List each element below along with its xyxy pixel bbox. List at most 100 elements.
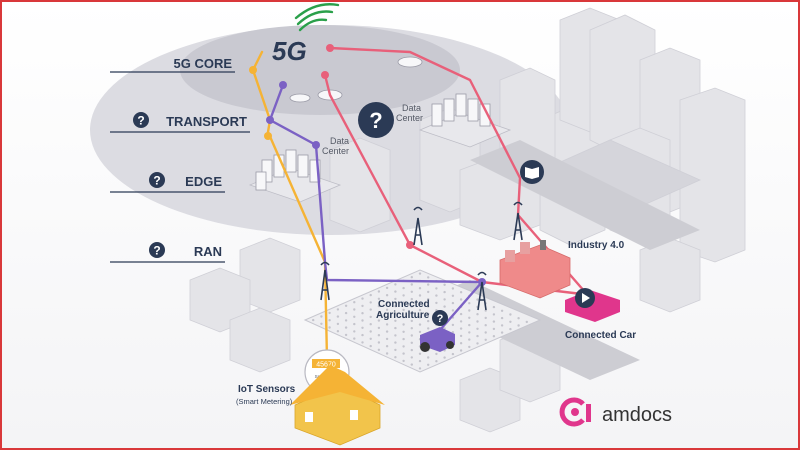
- field-plant: [394, 312, 397, 315]
- field-plant: [320, 315, 323, 318]
- question-mark: ?: [153, 174, 160, 188]
- field-plant: [468, 323, 471, 327]
- layer-5g-core: 5G CORE: [110, 56, 235, 73]
- field-plant: [377, 348, 381, 351]
- book-shape: [525, 167, 539, 179]
- field-plant: [427, 298, 430, 301]
- question-icon[interactable]: [133, 112, 149, 128]
- field-plant: [361, 319, 364, 322]
- layer-edge: ? EDGE: [110, 172, 225, 193]
- field-plant: [377, 319, 381, 322]
- field-plant: [418, 352, 422, 355]
- field-plant: [443, 305, 446, 308]
- field-plant: [418, 330, 422, 334]
- field-plant: [320, 322, 323, 325]
- field-plant: [377, 304, 381, 308]
- field-plant: [402, 345, 405, 348]
- question-icon[interactable]: [358, 102, 394, 138]
- logo-text: amdocs: [602, 404, 672, 426]
- field-plant: [369, 344, 372, 348]
- field-plant: [394, 334, 397, 337]
- field-plant: [394, 297, 397, 301]
- wifi-5g-icon: [294, 3, 340, 32]
- field-plant: [385, 301, 389, 304]
- field-plant: [484, 316, 487, 320]
- field-plant: [385, 352, 389, 355]
- field-plant: [410, 363, 413, 366]
- field-plant: [435, 352, 438, 356]
- field-plant: [410, 334, 413, 337]
- question-mark: ?: [137, 114, 144, 128]
- factory: [499, 240, 571, 299]
- field-plant: [476, 327, 479, 330]
- question-icon[interactable]: [149, 172, 165, 188]
- field-plant: [468, 345, 471, 349]
- connected-car: [565, 288, 620, 322]
- field-plant: [385, 337, 389, 341]
- field-plant: [361, 312, 364, 315]
- field-plant: [476, 342, 479, 345]
- field-plant: [427, 327, 430, 330]
- field-plant: [427, 319, 430, 323]
- field-plant: [459, 312, 463, 316]
- field-plant: [394, 341, 397, 344]
- field-plant: [336, 330, 340, 333]
- field-plant: [517, 317, 520, 320]
- field-plant: [459, 349, 463, 352]
- field-plant: [427, 283, 430, 286]
- question-icon[interactable]: [432, 310, 448, 326]
- field-plant: [418, 301, 422, 304]
- field-plant: [361, 304, 364, 308]
- field-plant: [385, 286, 389, 290]
- question-mark: ?: [437, 313, 444, 325]
- field-plant: [451, 323, 455, 327]
- field-plant: [476, 298, 479, 301]
- field-plant: [385, 323, 389, 326]
- layer-label: RAN: [194, 244, 222, 259]
- field-plant: [402, 337, 405, 341]
- field-plant: [402, 316, 405, 319]
- field-plant: [509, 320, 512, 323]
- field-plant: [410, 297, 413, 301]
- field-plant: [353, 337, 356, 340]
- field-plant: [369, 293, 372, 297]
- field-plant: [344, 304, 348, 307]
- pink-path: [328, 46, 587, 294]
- field-plant: [369, 315, 372, 319]
- field-plant: [353, 308, 356, 311]
- field-plant: [500, 331, 504, 334]
- field-plant: [451, 294, 455, 297]
- tower-icon: [320, 261, 330, 301]
- field-plant: [402, 286, 405, 290]
- field-plant: [443, 298, 446, 301]
- field-plant: [385, 345, 389, 348]
- meter-reading: 45670: [316, 362, 336, 369]
- field-plant: [385, 330, 389, 333]
- field-plant: [336, 315, 340, 318]
- field-plant: [410, 305, 413, 308]
- question-icon[interactable]: [149, 242, 165, 258]
- amdocs-logo[interactable]: amdocs: [559, 397, 672, 427]
- field-plant: [509, 327, 512, 331]
- field-plant: [312, 318, 315, 322]
- field-plant: [468, 316, 471, 319]
- field-plant: [418, 367, 422, 370]
- field-plant: [427, 290, 430, 294]
- agriculture-field: [303, 269, 542, 373]
- field-plant: [459, 291, 463, 294]
- field-plant: [492, 313, 496, 316]
- city-buildings: [189, 7, 746, 433]
- field-plant: [410, 356, 413, 359]
- field-plant: [394, 283, 397, 286]
- field-plant: [435, 301, 438, 305]
- field-plant: [525, 320, 528, 324]
- field-plant: [377, 312, 381, 315]
- field-plant: [394, 356, 397, 359]
- layer-label: 5G CORE: [173, 56, 232, 71]
- field-plant: [377, 341, 381, 344]
- tower-icon: [513, 201, 523, 241]
- field-plant: [427, 276, 430, 279]
